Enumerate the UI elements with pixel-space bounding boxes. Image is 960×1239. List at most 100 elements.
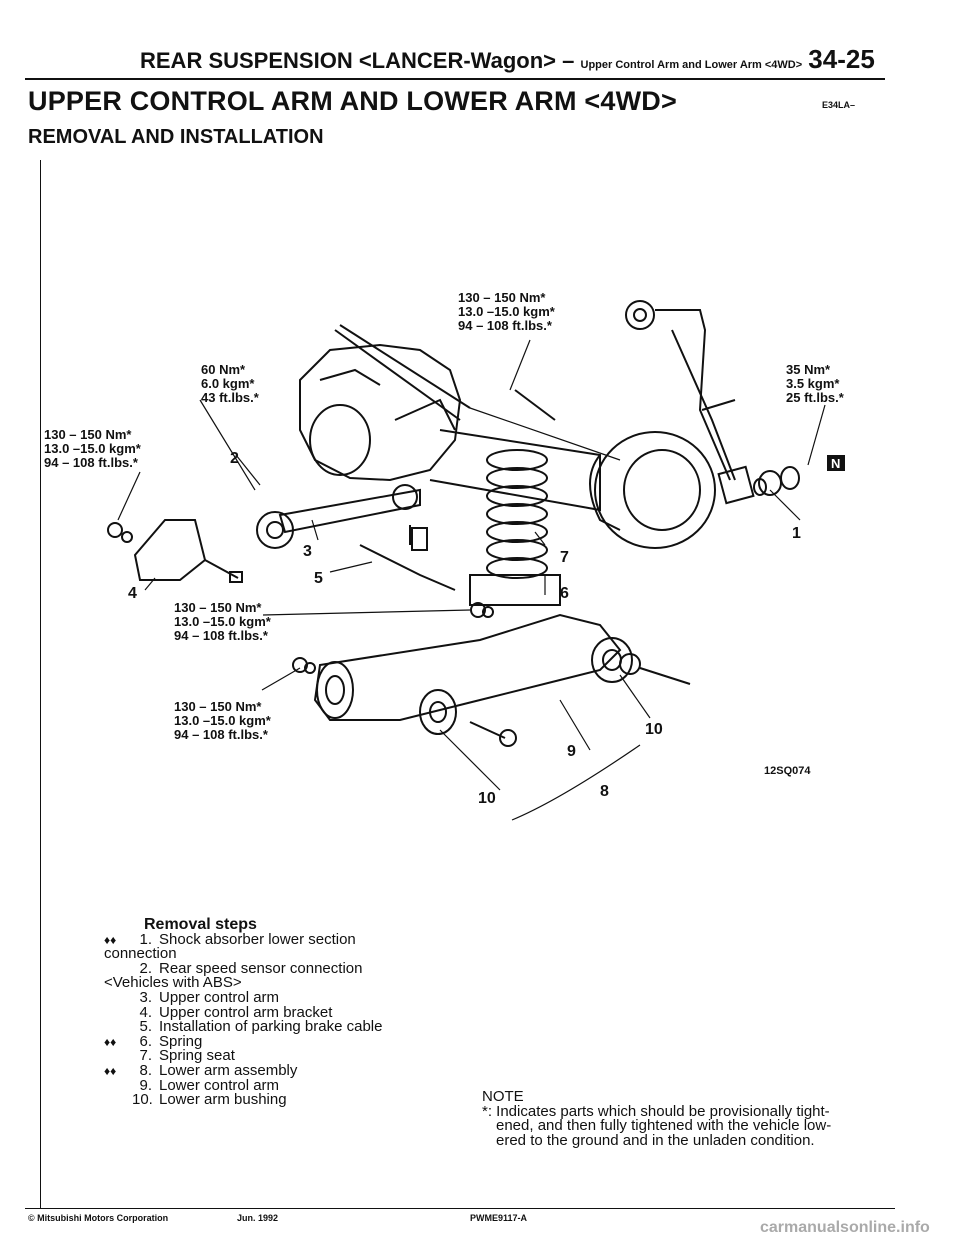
callout-10a: 10 <box>645 721 663 738</box>
step-number: 3. <box>139 988 152 1006</box>
svg-text:N: N <box>831 456 840 471</box>
removal-step: 2. Rear speed sensor connection <box>104 959 382 977</box>
new-nut-mark-icon: N <box>827 455 845 471</box>
service-point-mark-icon: ♦♦ <box>104 932 117 947</box>
svg-text:6.0 kgm*: 6.0 kgm* <box>201 376 255 391</box>
bolt <box>514 389 556 421</box>
svg-text:94 – 108 ft.lbs.*: 94 – 108 ft.lbs.* <box>174 727 269 742</box>
removal-steps-title: Removal steps <box>144 916 257 933</box>
torque-labels: 130 – 150 Nm* 13.0 –15.0 kgm* 94 – 108 f… <box>44 290 845 742</box>
step-number: 6. <box>139 1032 152 1050</box>
axle-tube <box>429 429 601 512</box>
svg-text:94 – 108 ft.lbs.*: 94 – 108 ft.lbs.* <box>174 628 269 643</box>
svg-text:13.0 –15.0 kgm*: 13.0 –15.0 kgm* <box>458 304 556 319</box>
step-number: 8. <box>139 1061 152 1079</box>
removal-steps: Removal steps ♦♦1.Shock absorber lower s… <box>104 916 383 1109</box>
header-section: REAR SUSPENSION <LANCER-Wagon> <box>140 48 557 73</box>
step-continuation: <Vehicles with ABS> <box>104 974 242 992</box>
footer-publication: PWME9117-A <box>470 1213 528 1223</box>
torque-label-diff-top: 130 – 150 Nm* <box>458 290 546 305</box>
footer-rule <box>25 1208 895 1209</box>
callout-5: 5 <box>314 570 323 587</box>
service-point-mark-icon: ♦♦ <box>104 1063 117 1078</box>
torque-label-bracket: 130 – 150 Nm* <box>44 427 132 442</box>
removal-step: 7.Spring seat <box>104 1049 382 1064</box>
svg-text:94 – 108 ft.lbs.*: 94 – 108 ft.lbs.* <box>44 455 139 470</box>
step-text: Upper control arm bracket <box>159 1003 333 1021</box>
upper-control-arm <box>256 484 421 549</box>
callout-4: 4 <box>128 585 137 602</box>
removal-step: ♦♦1.Shock absorber lower section <box>104 930 382 948</box>
service-point-mark-icon <box>104 1006 132 1021</box>
svg-text:13.0 –15.0 kgm*: 13.0 –15.0 kgm* <box>174 614 272 629</box>
header-rule <box>25 78 885 80</box>
removal-step: ♦♦ 8. Lower arm assembly <box>104 1061 382 1079</box>
service-point-mark-icon <box>104 1079 132 1094</box>
upper-arm-bracket <box>107 519 243 583</box>
service-point-mark-icon <box>104 1049 132 1064</box>
service-point-mark-icon <box>104 991 132 1006</box>
footer-company: © Mitsubishi Motors Corporation <box>28 1213 169 1223</box>
note-heading: NOTE <box>482 1088 524 1105</box>
svg-text:13.0 –15.0 kgm*: 13.0 –15.0 kgm* <box>174 713 272 728</box>
step-number: 4. <box>139 1003 152 1021</box>
step-number: 7. <box>139 1047 152 1065</box>
left-frame-rule <box>40 160 41 1208</box>
step-number: 5. <box>139 1018 152 1036</box>
service-point-mark-icon: ♦♦ <box>104 1034 117 1049</box>
removal-step: ♦♦6.Spring <box>104 1032 382 1050</box>
removal-step: 3. Upper control arm <box>104 988 382 1006</box>
differential-housing <box>299 343 462 482</box>
service-point-mark-icon <box>104 1093 132 1108</box>
step-number: 10. <box>132 1091 153 1109</box>
step-text: Rear speed sensor connection <box>159 959 363 977</box>
footer-watermark: carmanualsonline.info <box>760 1219 930 1236</box>
page-title: UPPER CONTROL ARM AND LOWER ARM <4WD> <box>28 86 677 116</box>
step-text: Lower control arm <box>159 1076 280 1094</box>
header-dash: – <box>562 48 575 73</box>
torque-label-shock: 35 Nm* <box>786 362 831 377</box>
brake-drum <box>594 431 716 549</box>
step-number: 9. <box>139 1076 152 1094</box>
removal-step: 10. Lower arm bushing <box>104 1091 382 1109</box>
footer-date: Jun. 1992 <box>237 1213 279 1223</box>
step-text: Installation of parking brake cable <box>159 1018 383 1036</box>
callout-2: 2 <box>230 450 239 467</box>
service-point-mark-icon <box>104 1020 132 1035</box>
doc-code: E34LA– <box>822 100 856 110</box>
callout-9: 9 <box>567 743 576 760</box>
section-subtitle: REMOVAL AND INSTALLATION <box>28 126 324 148</box>
step-text: Upper control arm <box>159 988 280 1006</box>
svg-text:94 – 108 ft.lbs.*: 94 – 108 ft.lbs.* <box>458 318 553 333</box>
running-header: REAR SUSPENSION <LANCER-Wagon> – Upper C… <box>140 44 875 75</box>
shock-nut <box>758 470 782 496</box>
step-number: 2. <box>139 959 152 977</box>
step-text: Lower arm bushing <box>159 1091 287 1109</box>
removal-step: 4. Upper control arm bracket <box>104 1003 382 1021</box>
diff-cover <box>309 404 371 476</box>
svg-text:13.0 –15.0 kgm*: 13.0 –15.0 kgm* <box>44 441 142 456</box>
torque-label-upper-arm: 60 Nm* <box>201 362 246 377</box>
page-number: 34-25 <box>808 44 875 74</box>
removal-step: 9. Lower control arm <box>104 1076 382 1094</box>
svg-text:3.5 kgm*: 3.5 kgm* <box>786 376 840 391</box>
svg-text:43 ft.lbs.*: 43 ft.lbs.* <box>201 390 260 405</box>
callout-numbers: 1 2 3 4 5 6 7 8 9 10 10 <box>128 450 801 807</box>
lower-arm <box>313 613 622 735</box>
step-number: 1. <box>139 930 152 948</box>
parking-brake-cable <box>359 544 456 591</box>
figure-code: 12SQ074 <box>764 765 811 777</box>
callout-7: 7 <box>560 549 569 566</box>
note-text: *: Indicates parts which should be provi… <box>482 1102 832 1149</box>
step-text: Lower arm assembly <box>159 1061 298 1079</box>
step-continuation: connection <box>104 945 177 963</box>
header-subsection: Upper Control Arm and Lower Arm <4WD> <box>580 59 803 71</box>
torque-label-lower-arm-front: 130 – 150 Nm* <box>174 600 262 615</box>
callout-8: 8 <box>600 783 609 800</box>
shock-absorber <box>625 300 755 505</box>
callout-10b: 10 <box>478 790 496 807</box>
note-block: NOTE *: Indicates parts which should be … <box>482 1088 852 1149</box>
callout-3: 3 <box>303 543 312 560</box>
